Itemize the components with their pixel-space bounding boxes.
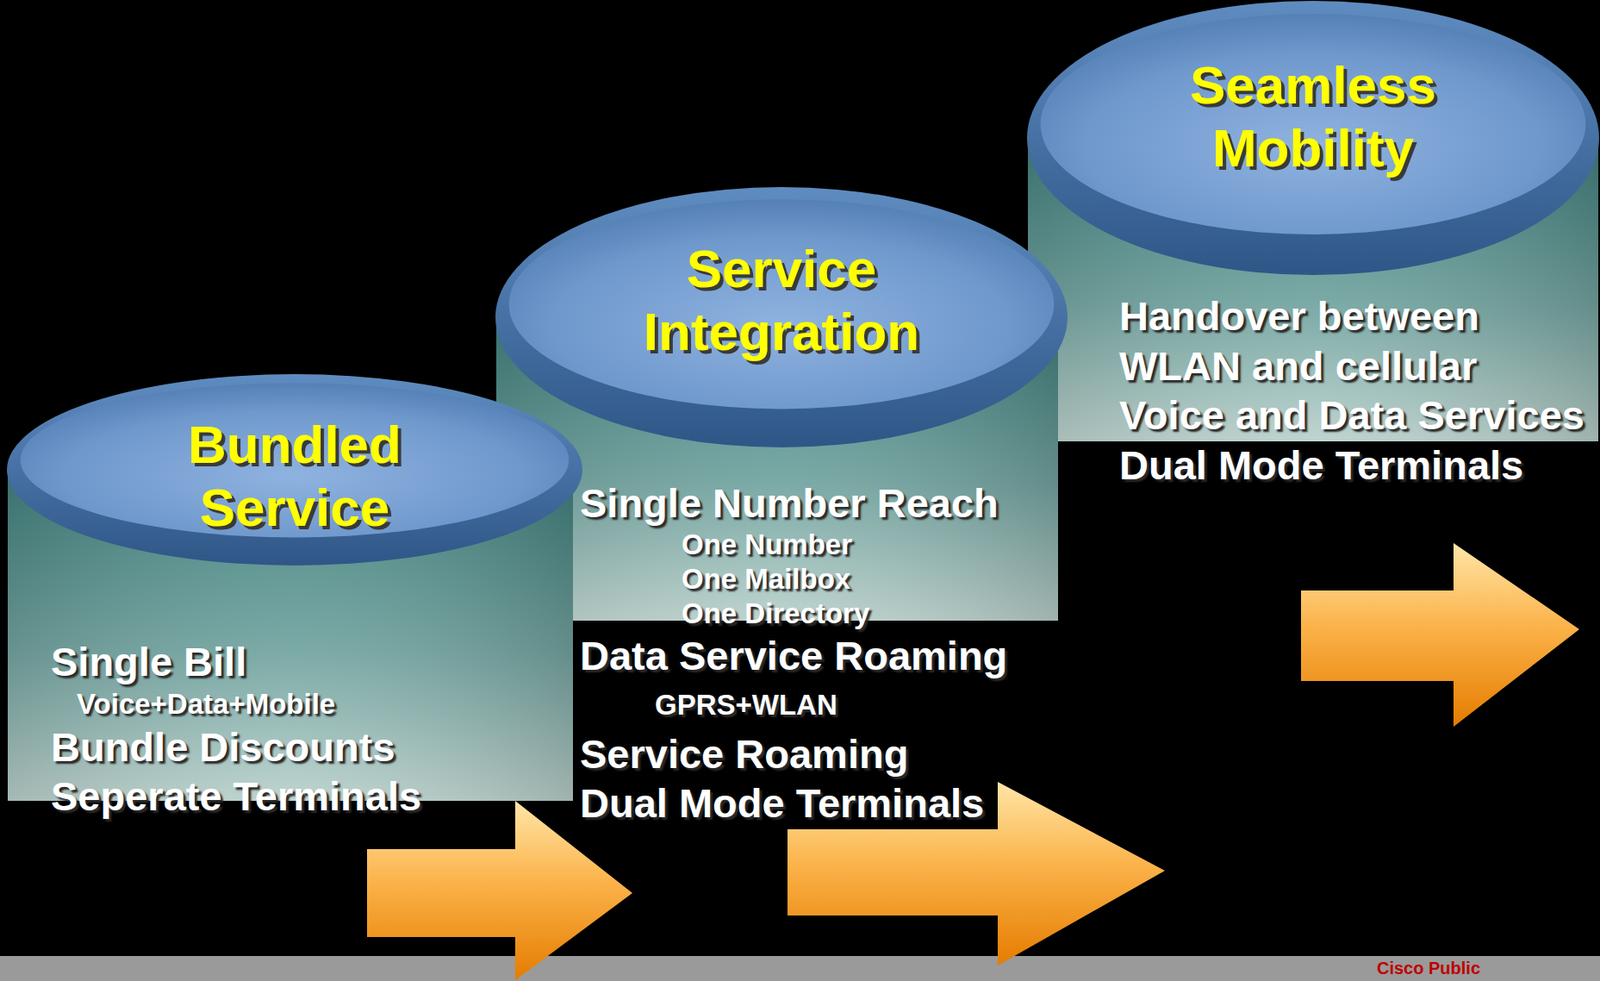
- title-area: Service Integration: [609, 236, 954, 363]
- footer-bar: [0, 955, 1600, 981]
- feature-item: Seperate Terminals: [50, 771, 586, 821]
- title-area: Bundled Service: [122, 412, 467, 539]
- feature-detail: Voice+Data+Mobile: [76, 685, 586, 723]
- feature-detail: One Mailbox: [681, 561, 1097, 597]
- feature-item: Service Roaming: [579, 728, 1097, 779]
- cylinder-top: [509, 199, 1055, 409]
- feature-item: Data Service Roaming: [579, 630, 1097, 680]
- feature-item: Single Bill: [50, 636, 586, 686]
- feature-list: Single BillVoice+Data+MobileBundle Disco…: [50, 636, 586, 821]
- progress-arrow: [367, 800, 633, 980]
- stage-title: Seamless Mobility: [1140, 53, 1486, 180]
- progress-arrow: [1301, 542, 1580, 727]
- cylinder-stage: Service IntegrationSingle Number ReachOn…: [494, 186, 1069, 621]
- feature-item: Bundle Discounts: [50, 722, 586, 772]
- stage-title: Bundled Service: [122, 412, 467, 539]
- footer-label: Cisco Public: [1376, 957, 1481, 978]
- cylinder-stage: Bundled ServiceSingle BillVoice+Data+Mob…: [6, 373, 584, 801]
- feature-detail: One Number: [681, 527, 1097, 562]
- feature-detail: One Directory: [681, 596, 1097, 631]
- cylinder-rim: [495, 186, 1068, 448]
- cylinder-rim: [6, 373, 583, 566]
- cylinder-rim: [1027, 0, 1600, 275]
- cylinder-stage: Seamless MobilityHandover between WLAN a…: [1026, 0, 1600, 442]
- feature-item: Handover between WLAN and cellular Voice…: [1119, 291, 1594, 441]
- feature-detail: GPRS+WLAN: [654, 679, 1097, 729]
- feature-item: Dual Mode Terminals: [1119, 440, 1594, 491]
- stage-title: Service Integration: [609, 236, 954, 363]
- feature-list: Handover between WLAN and cellular Voice…: [1119, 291, 1594, 490]
- feature-item: Dual Mode Terminals: [579, 778, 1097, 828]
- title-area: Seamless Mobility: [1140, 53, 1486, 180]
- feature-item: Single Number Reach: [579, 478, 1097, 528]
- cylinder-top: [1040, 13, 1587, 235]
- feature-list: Single Number ReachOne NumberOne Mailbox…: [579, 478, 1097, 828]
